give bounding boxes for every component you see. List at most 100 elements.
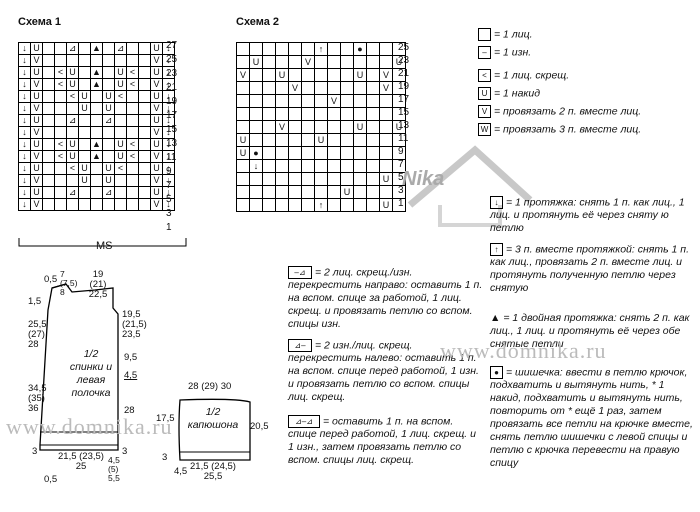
grid-cell bbox=[79, 127, 90, 138]
grid-cell: ⊿ bbox=[103, 115, 114, 126]
grid-cell bbox=[276, 173, 288, 185]
grid-cell bbox=[91, 187, 102, 198]
grid-cell bbox=[289, 121, 301, 133]
grid-cell bbox=[103, 55, 114, 66]
hood-dim-bot: 21,5 (24,5) 25,5 bbox=[190, 461, 236, 482]
grid-cell: U bbox=[237, 134, 249, 146]
grid-cell bbox=[55, 43, 66, 54]
row-number: 13 bbox=[398, 120, 410, 131]
grid-cell bbox=[302, 121, 314, 133]
dim-right4: 28 bbox=[124, 405, 135, 416]
grid-cell bbox=[91, 199, 102, 210]
grid-cell bbox=[43, 103, 54, 114]
grid-cell bbox=[250, 69, 262, 81]
grid-cell bbox=[250, 82, 262, 94]
grid-cell: U bbox=[31, 67, 42, 78]
grid-cell bbox=[367, 121, 379, 133]
grid-cell: V bbox=[31, 199, 42, 210]
grid-cell bbox=[393, 43, 405, 55]
grid-cell bbox=[91, 91, 102, 102]
grid-cell: ↓ bbox=[163, 43, 174, 54]
grid-cell: ↓ bbox=[19, 151, 30, 162]
grid-cell bbox=[250, 43, 262, 55]
grid-cell bbox=[302, 82, 314, 94]
grid-cell bbox=[115, 187, 126, 198]
grid-cell bbox=[393, 199, 405, 211]
grid-cell bbox=[393, 147, 405, 159]
grid-cell bbox=[43, 79, 54, 90]
grid-cell bbox=[302, 160, 314, 172]
grid-cell bbox=[315, 108, 327, 120]
grid-cell bbox=[263, 134, 275, 146]
dim-left2: 25,5 (27) 28 bbox=[28, 319, 47, 350]
grid-cell: < bbox=[55, 67, 66, 78]
grid-cell bbox=[328, 121, 340, 133]
grid-cell bbox=[276, 147, 288, 159]
grid-cell bbox=[315, 69, 327, 81]
grid-cell bbox=[289, 108, 301, 120]
grid-cell: < bbox=[127, 67, 138, 78]
hood-dim-right: 20,5 bbox=[250, 421, 269, 432]
watermark-site-1: www.domnika.ru bbox=[6, 414, 173, 439]
grid-cell bbox=[341, 108, 353, 120]
grid-cell: U bbox=[31, 115, 42, 126]
grid-cell bbox=[341, 199, 353, 211]
grid-cell: < bbox=[127, 139, 138, 150]
grid-cell: V bbox=[151, 127, 162, 138]
grid-cell bbox=[139, 79, 150, 90]
grid-cell bbox=[103, 67, 114, 78]
grid-cell: V bbox=[151, 175, 162, 186]
grid-cell: < bbox=[127, 151, 138, 162]
grid-cell bbox=[354, 108, 366, 120]
grid-cell bbox=[79, 43, 90, 54]
hood-dim-left-b: 3 bbox=[162, 452, 168, 463]
grid-cell bbox=[302, 69, 314, 81]
grid-cell bbox=[115, 199, 126, 210]
grid-cell: U bbox=[79, 103, 90, 114]
grid-cell: ▲ bbox=[91, 151, 102, 162]
grid-cell bbox=[302, 43, 314, 55]
grid-cell bbox=[328, 160, 340, 172]
grid-cell: U bbox=[31, 139, 42, 150]
grid-cell bbox=[139, 103, 150, 114]
grid-cell bbox=[276, 134, 288, 146]
grid-cell bbox=[103, 79, 114, 90]
grid-cell bbox=[43, 187, 54, 198]
grid-cell bbox=[103, 151, 114, 162]
grid-cell: V bbox=[151, 55, 162, 66]
grid-cell bbox=[302, 95, 314, 107]
grid-cell: U bbox=[151, 115, 162, 126]
legend-double-dec: ▲ = 1 двойная протяжка: снять 2 п. как л… bbox=[490, 312, 690, 350]
grid-cell bbox=[354, 160, 366, 172]
legend-ssk: <= 1 лиц. скрещ. bbox=[478, 68, 698, 82]
grid-cell: V bbox=[31, 79, 42, 90]
row-number: 15 bbox=[398, 107, 410, 118]
grid-cell bbox=[91, 127, 102, 138]
grid-cell: ⊿ bbox=[67, 187, 78, 198]
grid-cell bbox=[276, 160, 288, 172]
row-number: 15 bbox=[166, 124, 178, 135]
grid-cell bbox=[115, 127, 126, 138]
grid-cell bbox=[367, 82, 379, 94]
grid-cell bbox=[302, 173, 314, 185]
grid-cell bbox=[55, 187, 66, 198]
grid-cell bbox=[139, 163, 150, 174]
grid-cell bbox=[43, 175, 54, 186]
grid-cell: U bbox=[354, 69, 366, 81]
grid-cell bbox=[139, 187, 150, 198]
grid-cell bbox=[237, 82, 249, 94]
grid-cell: ↓ bbox=[19, 43, 30, 54]
grid-cell bbox=[276, 186, 288, 198]
grid-cell: ⊿ bbox=[115, 43, 126, 54]
grid-cell bbox=[393, 69, 405, 81]
grid-cell bbox=[115, 55, 126, 66]
grid-cell: ↓ bbox=[163, 139, 174, 150]
hood-schematic bbox=[178, 398, 251, 461]
row-number: 17 bbox=[398, 94, 410, 105]
grid-cell bbox=[263, 69, 275, 81]
grid-cell bbox=[127, 175, 138, 186]
grid-cell bbox=[367, 147, 379, 159]
grid-cell bbox=[55, 103, 66, 114]
grid-cell bbox=[328, 43, 340, 55]
